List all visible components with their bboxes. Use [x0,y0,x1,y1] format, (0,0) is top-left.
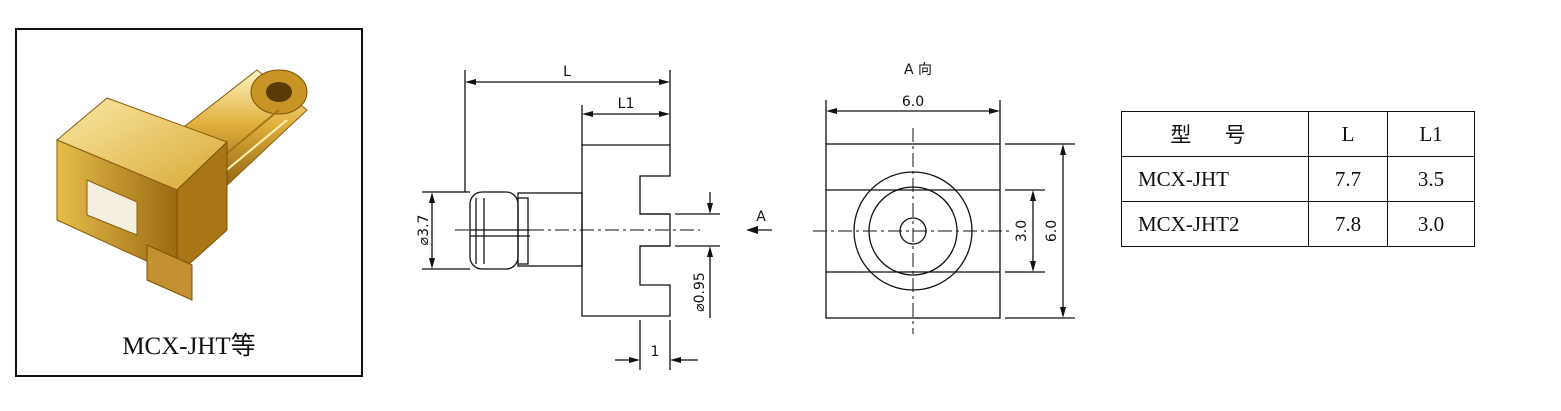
view-arrow-icon [746,226,758,234]
spec-table: 型 号 L L1 MCX-JHT 7.7 3.5 MCX-JHT2 7.8 3.… [1121,111,1475,247]
dim-pin-len-label: 1 [651,344,660,360]
dim-L1-label: L1 [618,96,635,112]
front-view-title: A 向 [904,62,932,78]
dim-slot-label: 3.0 [1014,220,1030,242]
view-arrow-label: A [756,209,766,225]
header-L: L [1308,111,1388,157]
cell-L1: 3.5 [1387,156,1475,202]
connector-photo [56,69,308,301]
cell-L: 7.7 [1308,156,1388,202]
photo-caption: MCX-JHT等 [122,333,256,360]
table-row: MCX-JHT2 7.8 3.0 [1121,201,1475,247]
dim-body-dia-label: ⌀3.7 [416,215,432,246]
dim-pin-dia-label: ⌀0.95 [692,272,708,312]
header-model: 型 号 [1121,111,1309,157]
cell-L: 7.8 [1308,201,1388,247]
dim-width-label: 6.0 [902,94,924,110]
cell-model: MCX-JHT [1121,156,1309,202]
front-view [825,100,1075,319]
side-view [422,70,772,370]
cell-L1: 3.0 [1387,201,1475,247]
dim-height-label: 6.0 [1044,220,1060,242]
dim-L-label: L [563,64,571,80]
cell-model: MCX-JHT2 [1121,201,1309,247]
product-photo-panel: MCX-JHT等 [15,28,363,377]
table-row: MCX-JHT 7.7 3.5 [1121,156,1475,202]
table-header-row: 型 号 L L1 [1121,111,1475,157]
header-L1: L1 [1387,111,1475,157]
